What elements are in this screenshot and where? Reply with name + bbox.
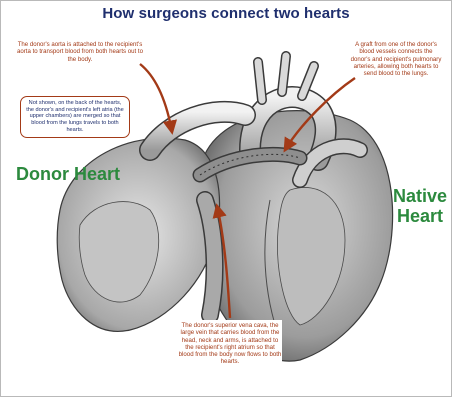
native-heart-label: Native Heart (388, 186, 452, 226)
native-branch-vessel-2-fill (282, 56, 286, 92)
vena-cava-callout: The donor's superior vena cava, the larg… (178, 320, 282, 368)
native-branch-vessel-1-fill (258, 62, 262, 100)
aorta-callout: The donor's aorta is attached to the rec… (16, 41, 144, 63)
graft-callout: A graft from one of the donor's blood ve… (350, 41, 442, 77)
figure-title: How surgeons connect two hearts (0, 5, 452, 22)
atria-callout-box: Not shown, on the back of the hearts, th… (20, 96, 130, 138)
donor-heart-label: Donor Heart (16, 164, 120, 184)
